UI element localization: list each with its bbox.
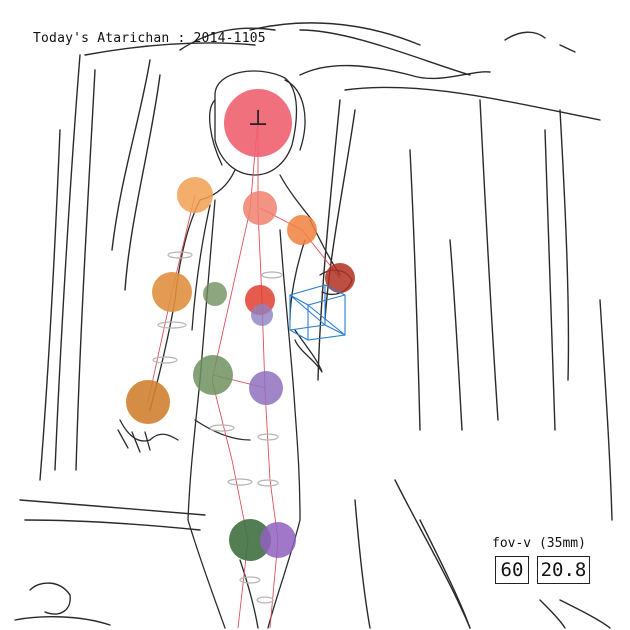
joint-knee-left[interactable] (229, 519, 271, 561)
fov-label: fov-v (35mm) (492, 536, 586, 551)
joint-head[interactable] (224, 89, 292, 157)
joint-knee-right[interactable] (260, 522, 296, 558)
joint-side[interactable] (203, 282, 227, 306)
head-glyph: ⊥ (248, 106, 269, 131)
joint-hip-right[interactable] (249, 371, 283, 405)
joint-hand-left[interactable] (126, 380, 170, 424)
joint-hip-left[interactable] (193, 355, 233, 395)
page-title: Today's Atarichan : 2014-1105 (33, 31, 266, 46)
joint-neck[interactable] (243, 191, 277, 225)
fov-degrees-field[interactable]: 60 (495, 556, 529, 584)
background-sketch (14, 22, 613, 629)
transform-gizmo-icon[interactable] (289, 284, 346, 341)
joint-hand-right[interactable] (325, 263, 355, 293)
rotation-rings (152, 251, 283, 604)
joint-handles[interactable]: ⊥ (126, 89, 355, 561)
focal-length-field[interactable]: 20.8 (537, 556, 590, 584)
joint-shoulder-left[interactable] (177, 177, 213, 213)
joint-waist[interactable] (251, 304, 273, 326)
joint-shoulder-right[interactable] (287, 215, 317, 245)
joint-elbow-left[interactable] (152, 272, 192, 312)
